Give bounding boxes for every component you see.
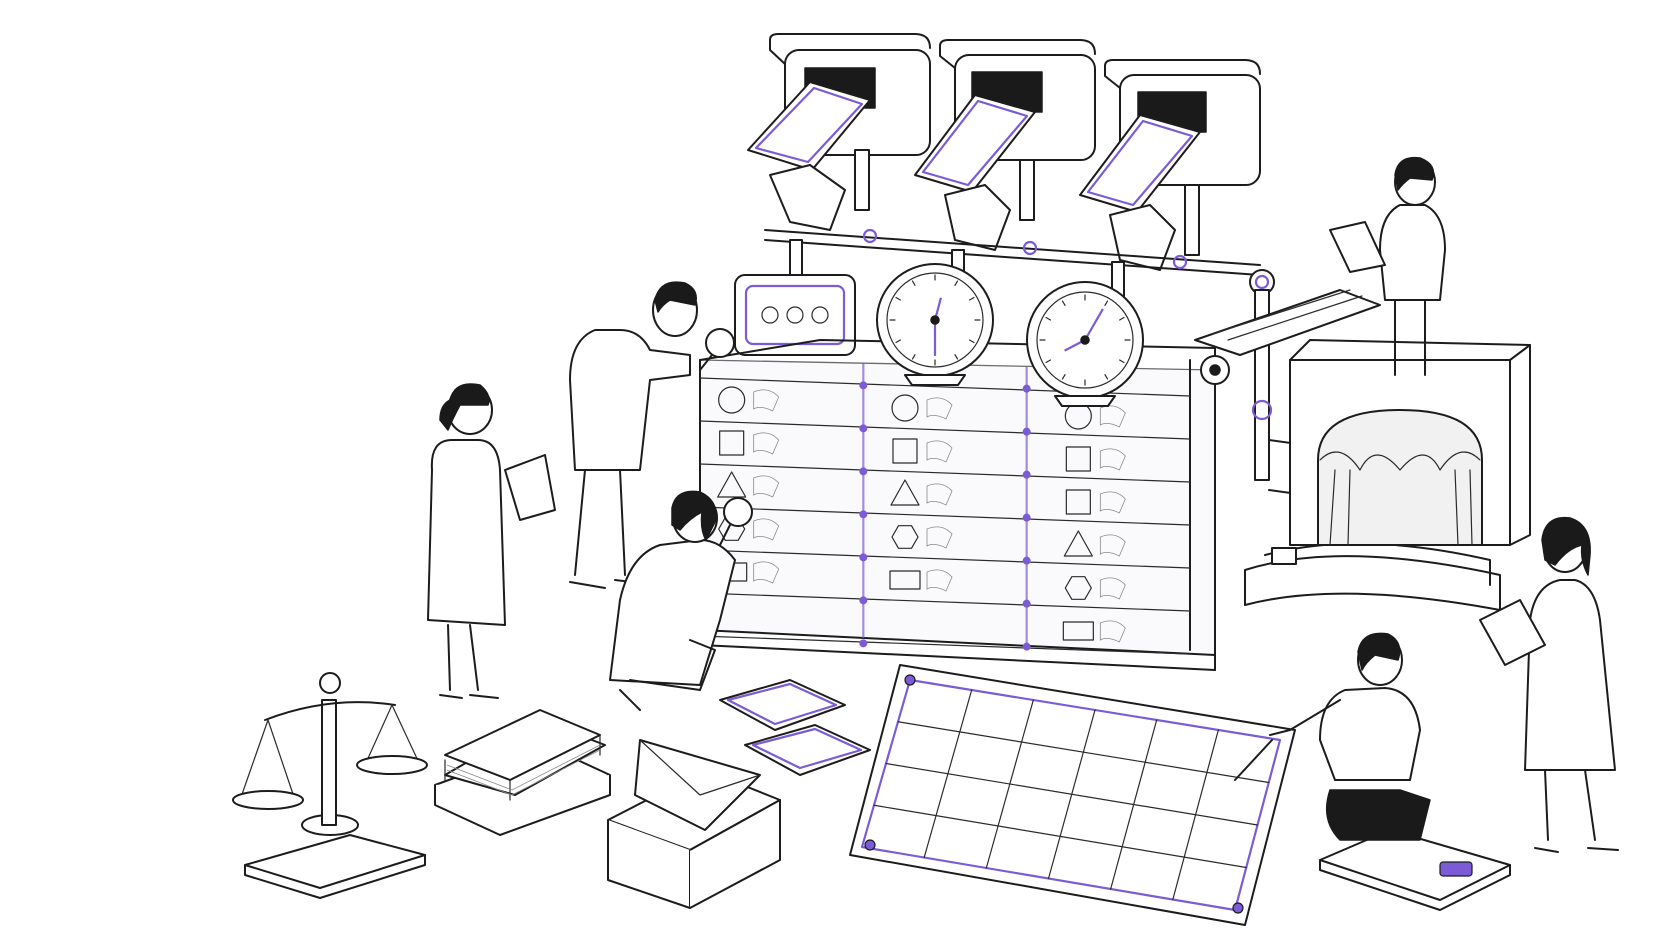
shelf-slip (926, 397, 953, 420)
shelf-symbol-rectangle (1062, 621, 1094, 641)
clock-tick (1119, 316, 1125, 321)
shelf-slip (753, 561, 780, 584)
shelf-slip (753, 389, 780, 412)
person-man-reading (1329, 156, 1446, 376)
shelf-joint (859, 424, 868, 433)
shelf-plank (699, 592, 1191, 612)
shelf-joint (859, 381, 868, 390)
shelf-symbol-rectangle (889, 570, 921, 590)
clock-tick (895, 296, 901, 301)
clock-tick (1104, 374, 1109, 380)
magnifying-glass-icon (699, 328, 735, 371)
loose-documents (719, 679, 871, 776)
shelf-symbol-square (719, 430, 745, 456)
shelf-symbol-hexagon (1064, 576, 1092, 600)
shelf-plank (699, 506, 1191, 526)
clipboard-icon (1319, 829, 1511, 911)
shelf-joint (1022, 470, 1031, 479)
shelf-joint (859, 596, 868, 605)
stage (1244, 339, 1531, 611)
shelf-slip (1099, 577, 1126, 600)
shelf-symbol-triangle (1063, 530, 1093, 557)
shelf-joint (1022, 642, 1031, 651)
shelf-slip (1099, 534, 1126, 557)
envelope-icon (607, 739, 781, 909)
shelf-joint (1022, 427, 1031, 436)
feeder-machine-2 (914, 39, 1096, 251)
person-man-pointing (1234, 632, 1431, 841)
clock-tick (1061, 374, 1066, 380)
clock-tick (1119, 359, 1125, 364)
conveyor-belt (1194, 289, 1381, 385)
clock-minute-hand (1084, 308, 1104, 341)
shelf-symbol-circle (718, 386, 746, 414)
clock-tick (911, 280, 916, 286)
shelf-joint (1022, 513, 1031, 522)
person-woman-clipboard (427, 383, 556, 699)
clock-tick (969, 296, 975, 301)
shelf-slip (926, 440, 953, 463)
clock-tick (1045, 316, 1051, 321)
shelf-slip (753, 475, 780, 498)
clock-tick (1104, 300, 1109, 306)
calendar-col-line (985, 699, 1034, 869)
clock-tick (1045, 359, 1051, 364)
shelf-cabinet (699, 339, 1216, 671)
calendar-col-line (923, 689, 973, 859)
shelf-slip (753, 518, 780, 541)
clock-tick (954, 280, 959, 286)
shelf-joint (859, 639, 868, 648)
shelf-symbol-circle (891, 394, 919, 422)
shelf-symbol-hexagon (891, 525, 919, 549)
shelf-joint (1022, 556, 1031, 565)
shelf-slip (1099, 405, 1126, 428)
shelf-symbol-square (1065, 489, 1091, 515)
shelf-joint (859, 467, 868, 476)
shelf-symbol-triangle (890, 479, 920, 506)
shelf-plank (699, 420, 1191, 440)
shelf-slip (926, 569, 953, 592)
shelf-joint (859, 510, 868, 519)
shelf-slip (1099, 448, 1126, 471)
calendar-col-line (1047, 709, 1096, 880)
shelf-plank (699, 463, 1191, 483)
shelf-slip (1099, 491, 1126, 514)
shelf-plank (699, 549, 1191, 569)
shelf-symbol-square (892, 438, 918, 464)
feeder-machine-3 (1079, 59, 1261, 271)
shelf-slip (926, 526, 953, 549)
shelf-slip (753, 432, 780, 455)
clock-tick (969, 339, 975, 344)
balance-scale-icon (232, 672, 428, 899)
shelf-slip (1099, 620, 1126, 643)
clock-tick (954, 354, 959, 360)
shelf-symbol-square (1065, 446, 1091, 472)
calendar-col-line (1110, 719, 1158, 890)
clock-left (876, 263, 994, 386)
shelf-joint (1022, 599, 1031, 608)
shelf-slip (926, 483, 953, 506)
shelf-joint (1022, 384, 1031, 393)
person-woman-kneeling (609, 490, 753, 711)
control-panel (734, 274, 856, 356)
shelf-symbol-triangle (717, 471, 747, 498)
calendar-col-line (1172, 729, 1219, 901)
person-woman-right (1479, 516, 1619, 853)
document-stack (434, 709, 611, 836)
pipe-network (764, 228, 1306, 496)
clock-tick (911, 354, 916, 360)
shelf-joint (859, 553, 868, 562)
calendar-board (849, 664, 1296, 926)
clock-tick (1061, 300, 1066, 306)
feeder-machine-1 (747, 33, 931, 231)
shelf-plank (699, 635, 1191, 655)
clock-tick (895, 339, 901, 344)
clock-icon (1026, 281, 1144, 407)
